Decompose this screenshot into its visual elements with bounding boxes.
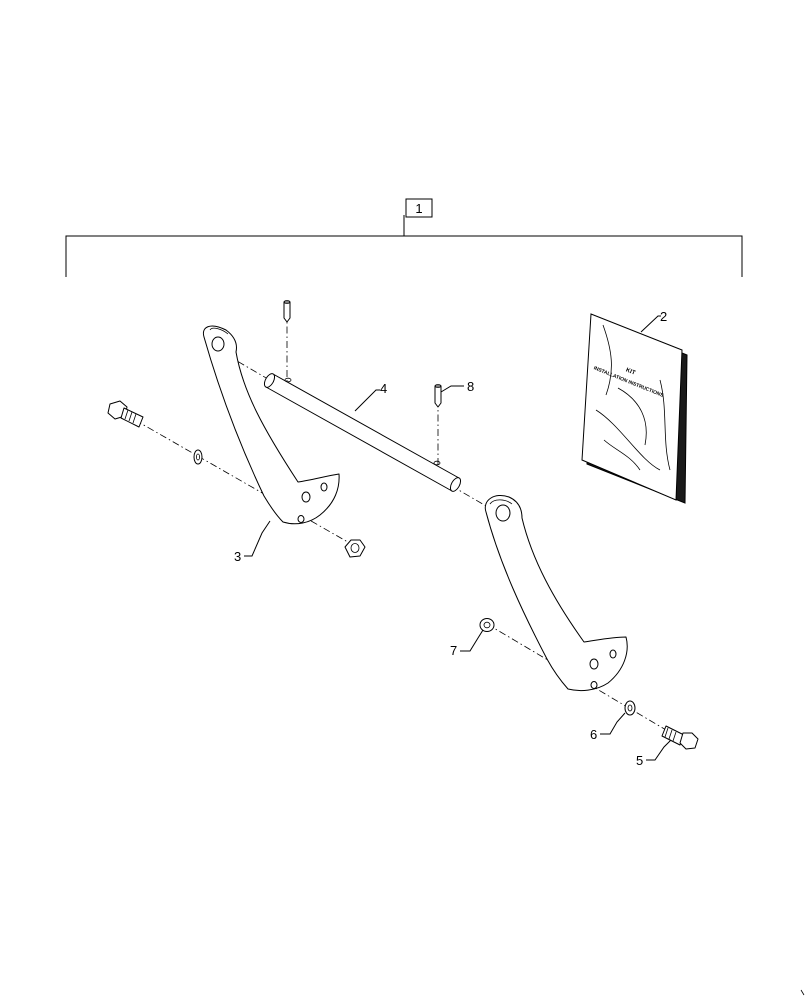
flat-washer-right (624, 700, 636, 716)
callout-3: 3 (234, 549, 241, 564)
hex-bolt-right (661, 725, 699, 750)
callout-8: 8 (467, 379, 474, 394)
bracket-arm-right (484, 495, 628, 692)
bushing (479, 618, 495, 632)
kit-callout-box: 1 (405, 198, 433, 218)
instruction-booklet: KIT INSTALLATION INSTRUCTIONS (581, 313, 688, 504)
cylindrical-shaft (263, 373, 462, 492)
kit-group-bracket (65, 215, 743, 277)
callout-4: 4 (380, 381, 387, 396)
corner-mark (800, 989, 805, 996)
callout-7: 7 (450, 643, 457, 658)
roll-pin (434, 384, 442, 408)
flat-washer-left (193, 449, 203, 465)
hex-nut-left (344, 539, 366, 558)
leader-lines (244, 315, 672, 761)
hex-bolt-left (107, 400, 144, 428)
callout-6: 6 (590, 727, 597, 742)
callout-5: 5 (636, 753, 643, 768)
roll-pin-top (283, 300, 291, 323)
callout-2: 2 (660, 309, 667, 324)
manual-cover-line1: KIT (625, 367, 637, 376)
bracket-arm-left (202, 325, 340, 525)
callout-1: 1 (415, 201, 422, 216)
